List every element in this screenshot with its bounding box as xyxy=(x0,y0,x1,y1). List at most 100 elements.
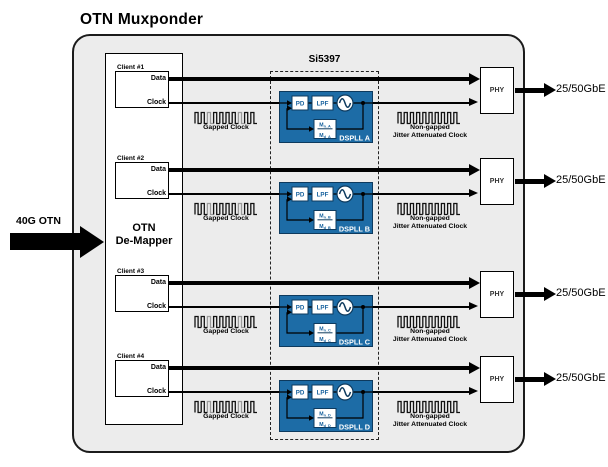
attenuated-clock-arrowhead-icon xyxy=(469,98,478,106)
attenuated-clock-line xyxy=(373,391,469,393)
dspll-block: PD LPF Mn_A Md_A DSPLL A xyxy=(279,91,373,143)
phy-output-arrowhead-icon xyxy=(544,174,556,188)
phy-output-arrowhead-icon xyxy=(544,287,556,301)
nongapped-clock-waveform-icon xyxy=(397,315,460,329)
m-num-sub: n_B xyxy=(324,216,331,220)
m-num-sub: n_A xyxy=(324,125,331,129)
output-node-dot xyxy=(361,192,365,196)
attenuated-clock-line xyxy=(373,102,469,104)
divider-arrowhead-icon xyxy=(309,126,314,132)
client-box xyxy=(115,360,169,397)
phy-box: PHY xyxy=(480,356,514,403)
lpf-label: LPF xyxy=(317,192,329,199)
nongapped-caption-line2: Jitter Attenuated Clock xyxy=(392,132,468,139)
m-num-sub: n_D xyxy=(324,414,331,418)
gapped-clock-waveform-icon xyxy=(194,111,257,125)
clock-port-label: Clock xyxy=(146,190,166,197)
m-denominator-label: Md_A xyxy=(319,133,331,139)
ethernet-rate-label: 25/50GbE xyxy=(556,83,606,95)
phy-box: PHY xyxy=(480,67,514,114)
clock-line xyxy=(169,306,279,308)
m-den-sub: d_C xyxy=(324,339,331,343)
m-base: M xyxy=(319,337,323,343)
m-numerator-label: Mn_A xyxy=(319,123,331,129)
data-arrowhead-icon xyxy=(469,73,480,85)
phy-output-arrow xyxy=(515,88,544,93)
phy-output-arrowhead-icon xyxy=(544,83,556,97)
m-base: M xyxy=(319,422,323,428)
output-node-dot xyxy=(361,390,365,394)
output-node-dot xyxy=(361,305,365,309)
client-box xyxy=(115,162,169,199)
page-title: OTN Muxponder xyxy=(80,11,204,28)
gapped-clock-caption: Gapped Clock xyxy=(203,328,249,335)
gapped-clock-waveform-icon xyxy=(194,202,257,216)
client-box xyxy=(115,71,169,108)
si5397-chip-boundary xyxy=(270,71,379,440)
phy-box: PHY xyxy=(480,271,514,318)
client-label: Client #4 xyxy=(117,353,145,360)
phy-output-arrow xyxy=(515,292,544,297)
divider-arrowhead-icon xyxy=(309,330,314,336)
phy-output-arrowhead-icon xyxy=(544,372,556,386)
input-signal-label: 40G OTN xyxy=(16,215,61,227)
m-den-sub: d_B xyxy=(324,226,331,230)
m-numerator-label: Mn_B xyxy=(319,214,331,220)
nongapped-caption-line1: Non-gapped xyxy=(410,328,450,335)
m-den-sub: d_A xyxy=(324,135,331,139)
divider-arrowhead-icon xyxy=(309,415,314,421)
gapped-clock-caption: Gapped Clock xyxy=(203,413,249,420)
otn-demapper-label: OTN De-Mapper xyxy=(105,222,183,247)
divider-arrowhead-icon xyxy=(309,217,314,223)
m-denominator-label: Md_B xyxy=(319,224,331,230)
m-base: M xyxy=(319,412,323,418)
attenuated-clock-arrowhead-icon xyxy=(469,189,478,197)
pd-label: PD xyxy=(296,390,305,397)
sine-icon xyxy=(338,387,352,397)
m-num-sub: n_C xyxy=(324,329,331,333)
ethernet-rate-label: 25/50GbE xyxy=(556,372,606,384)
lpf-label: LPF xyxy=(317,101,329,108)
client-label: Client #2 xyxy=(117,155,145,162)
m-numerator-label: Mn_D xyxy=(319,412,331,418)
sine-icon xyxy=(338,302,352,312)
attenuated-clock-line xyxy=(373,306,469,308)
dspll-block: PD LPF Mn_D Md_D DSPLL D xyxy=(279,380,373,432)
attenuated-clock-arrowhead-icon xyxy=(469,387,478,395)
otn-demapper-label-line2: De-Mapper xyxy=(115,234,173,247)
nongapped-caption-line1: Non-gapped xyxy=(410,215,450,222)
dspll-name-label: DSPLL B xyxy=(339,225,370,234)
clock-line xyxy=(169,391,279,393)
clock-port-label: Clock xyxy=(146,388,166,395)
gapped-clock-caption: Gapped Clock xyxy=(203,215,249,222)
clock-line xyxy=(169,193,279,195)
client-label: Client #1 xyxy=(117,64,145,71)
data-port-label: Data xyxy=(150,364,166,371)
clock-port-label: Clock xyxy=(146,99,166,106)
m-base: M xyxy=(319,327,323,333)
ethernet-rate-label: 25/50GbE xyxy=(556,174,606,186)
m-den-sub: d_D xyxy=(324,424,331,428)
m-base: M xyxy=(319,224,323,230)
client-label: Client #3 xyxy=(117,268,145,275)
dspll-name-label: DSPLL D xyxy=(339,423,370,432)
m-base: M xyxy=(319,214,323,220)
nongapped-caption-line2: Jitter Attenuated Clock xyxy=(392,421,468,428)
data-arrowhead-icon xyxy=(469,277,480,289)
clock-line xyxy=(169,102,279,104)
nongapped-clock-waveform-icon xyxy=(397,400,460,414)
dspll-block: PD LPF Mn_B Md_B DSPLL B xyxy=(279,182,373,234)
m-base: M xyxy=(319,133,323,139)
gapped-clock-caption: Gapped Clock xyxy=(203,124,249,131)
dspll-block: PD LPF Mn_C Md_C DSPLL C xyxy=(279,295,373,347)
dspll-name-label: DSPLL A xyxy=(339,134,371,143)
m-denominator-label: Md_C xyxy=(319,337,331,343)
data-line xyxy=(169,168,469,172)
nongapped-caption-line1: Non-gapped xyxy=(410,124,450,131)
feedback-arrowhead-icon xyxy=(287,394,292,400)
nongapped-clock-waveform-icon xyxy=(397,202,460,216)
ethernet-rate-label: 25/50GbE xyxy=(556,287,606,299)
data-port-label: Data xyxy=(150,75,166,82)
client-box xyxy=(115,275,169,312)
